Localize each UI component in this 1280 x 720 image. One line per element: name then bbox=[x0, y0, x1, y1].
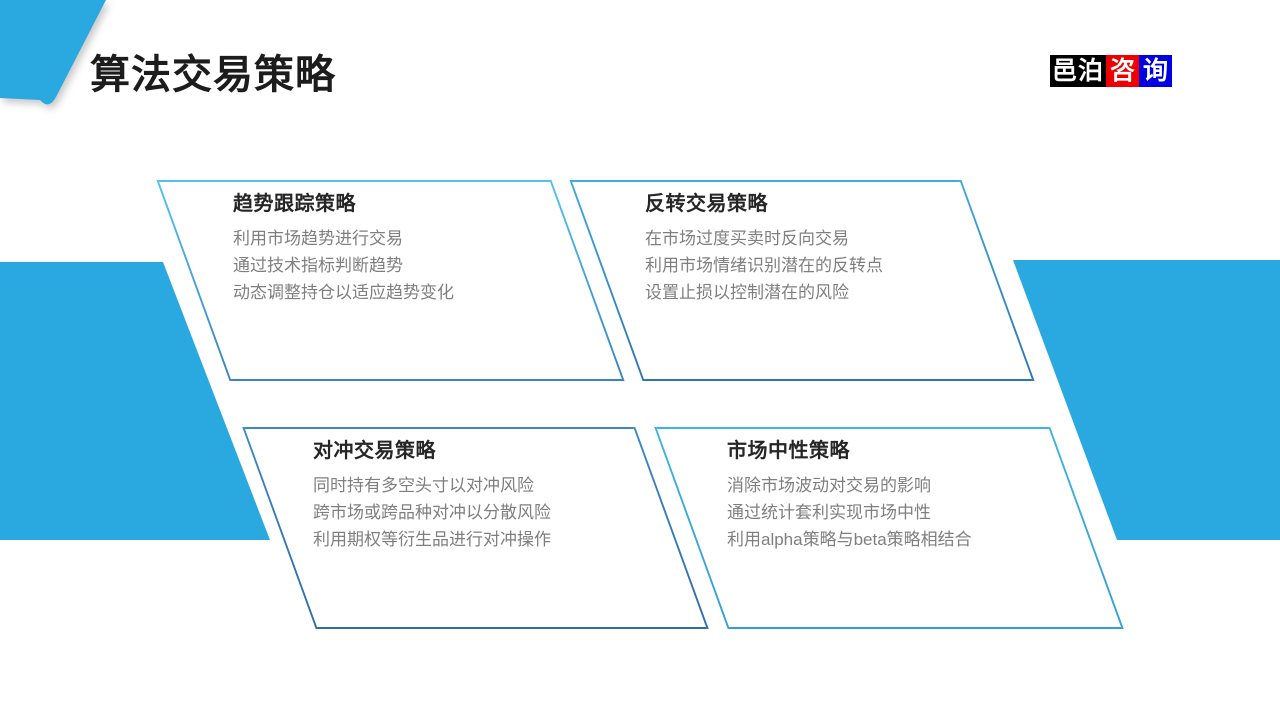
strategy-card-2: 反转交易策略 在市场过度买卖时反向交易 利用市场情绪识别潜在的反转点 设置止损以… bbox=[645, 192, 1005, 306]
corner-arrow-shape bbox=[0, 0, 106, 105]
card-line: 在市场过度买卖时反向交易 bbox=[645, 229, 849, 248]
logo-segment-blue: 询 bbox=[1139, 55, 1173, 87]
card-line: 利用alpha策略与beta策略相结合 bbox=[727, 530, 972, 549]
strategy-card-1: 趋势跟踪策略 利用市场趋势进行交易 通过技术指标判断趋势 动态调整持仓以适应趋势… bbox=[233, 192, 593, 306]
card-title: 反转交易策略 bbox=[645, 193, 768, 215]
page-title: 算法交易策略 bbox=[90, 53, 336, 97]
logo-segment-black: 邑泊 bbox=[1050, 55, 1107, 87]
card-line: 利用市场情绪识别潜在的反转点 bbox=[645, 256, 883, 275]
logo-segment-red: 咨 bbox=[1106, 55, 1140, 87]
strategy-card-3: 对冲交易策略 同时持有多空头寸以对冲风险 跨市场或跨品种对冲以分散风险 利用期权… bbox=[313, 439, 673, 553]
card-title: 市场中性策略 bbox=[727, 440, 850, 462]
card-line: 通过技术指标判断趋势 bbox=[233, 256, 403, 275]
company-logo: 邑泊 咨 询 bbox=[1050, 55, 1173, 87]
strategy-card-4: 市场中性策略 消除市场波动对交易的影响 通过统计套利实现市场中性 利用alpha… bbox=[727, 439, 1087, 553]
card-line: 利用市场趋势进行交易 bbox=[233, 229, 403, 248]
card-line: 消除市场波动对交易的影响 bbox=[727, 476, 931, 495]
card-title: 对冲交易策略 bbox=[313, 440, 436, 462]
card-line: 利用期权等衍生品进行对冲操作 bbox=[313, 530, 551, 549]
card-line: 通过统计套利实现市场中性 bbox=[727, 503, 931, 522]
card-line: 动态调整持仓以适应趋势变化 bbox=[233, 283, 454, 302]
card-line: 设置止损以控制潜在的风险 bbox=[645, 283, 849, 302]
card-line: 同时持有多空头寸以对冲风险 bbox=[313, 476, 534, 495]
card-title: 趋势跟踪策略 bbox=[233, 193, 356, 215]
card-line: 跨市场或跨品种对冲以分散风险 bbox=[313, 503, 551, 522]
